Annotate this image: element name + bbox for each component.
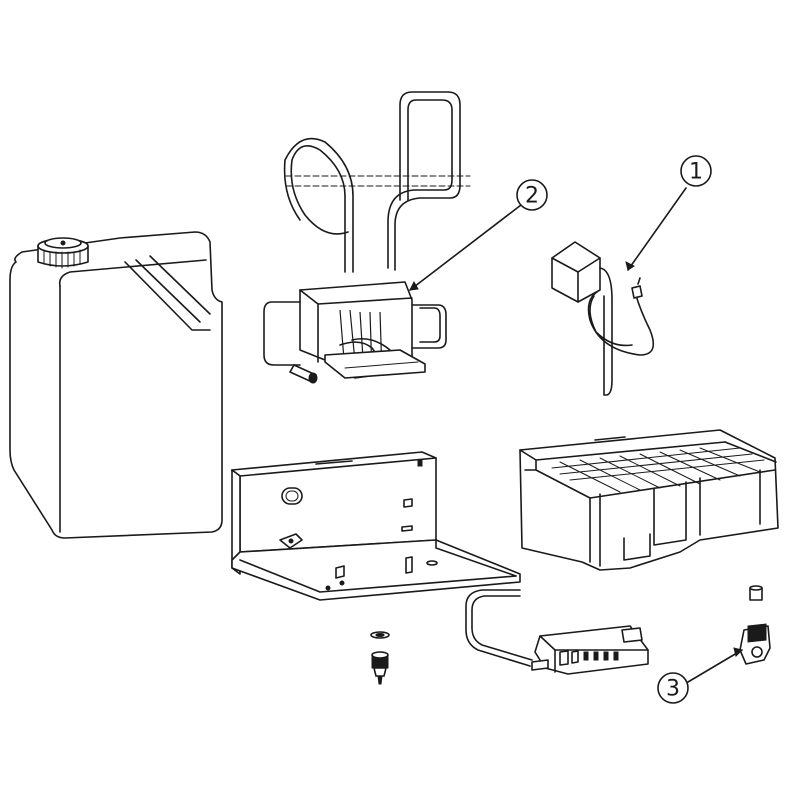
- control-module: [465, 589, 649, 675]
- outlet-fitting: [739, 585, 771, 665]
- callout-1: 1: [680, 155, 712, 187]
- callout-3: 3: [657, 672, 689, 704]
- callout-2: 2: [516, 179, 548, 211]
- callout-1-label: 1: [689, 160, 703, 185]
- water-canister: [9, 231, 223, 539]
- float-sensor: [551, 241, 655, 396]
- float-housing: [519, 429, 779, 571]
- callout-2-label: 2: [525, 184, 539, 209]
- callout-3-label: 3: [666, 677, 680, 702]
- callout-leaders: [409, 187, 743, 683]
- drain-fitting: [370, 631, 390, 685]
- mounting-bracket: [231, 451, 521, 601]
- pump-assembly: [263, 91, 471, 384]
